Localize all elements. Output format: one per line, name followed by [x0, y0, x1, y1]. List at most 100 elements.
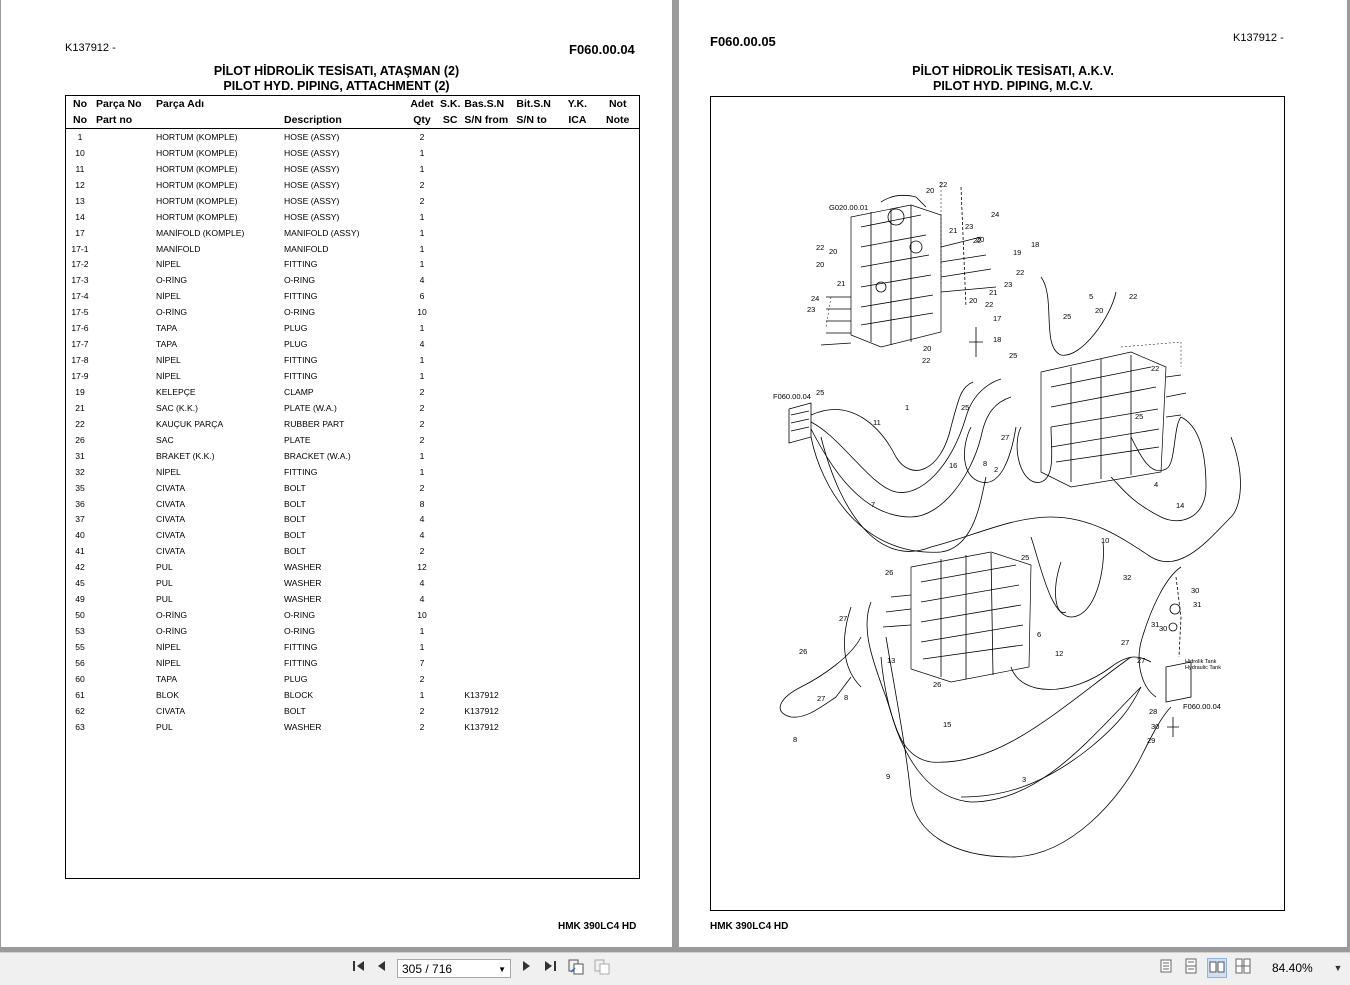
svg-text:25: 25 — [1021, 553, 1029, 562]
row-part-name: KAUÇUK PARÇA — [156, 418, 224, 429]
row-sc — [438, 543, 462, 559]
svg-text:21: 21 — [949, 226, 957, 235]
row-ica — [558, 241, 596, 257]
row-sn-to — [514, 161, 558, 177]
svg-text:10: 10 — [1101, 536, 1109, 545]
col-header: Y.K. — [567, 98, 588, 110]
row-sc — [438, 687, 462, 703]
row-sn-to — [514, 352, 558, 368]
row-number: 11 — [75, 163, 85, 174]
row-sc — [438, 623, 462, 639]
row-description: BOLT — [284, 546, 306, 557]
row-part-name: O-RİNG — [156, 610, 188, 621]
col-header: No — [65, 112, 94, 129]
row-sn-to — [514, 607, 558, 623]
col-header: Not — [608, 98, 627, 110]
row-sc — [438, 225, 462, 241]
single-page-view-button[interactable] — [1156, 958, 1176, 978]
row-number: 41 — [75, 546, 85, 557]
row-part-no — [94, 177, 154, 193]
row-note — [596, 607, 639, 623]
row-part-name: CIVATA — [156, 498, 186, 509]
row-sc — [438, 575, 462, 591]
row-sn-from — [462, 177, 514, 193]
row-description: HOSE (ASSY) — [284, 211, 340, 222]
row-description: FITTING — [284, 466, 318, 477]
previous-view-button[interactable] — [566, 958, 586, 978]
row-number: 17-8 — [71, 355, 89, 366]
chevron-down-icon: ▼ — [498, 965, 506, 974]
continuous-view-button[interactable] — [1181, 958, 1201, 978]
row-sn-from — [462, 655, 514, 671]
row-sn-from — [462, 320, 514, 336]
footer-model: HMK 390LC4 HD — [710, 921, 789, 932]
row-ica — [558, 591, 596, 607]
row-qty: 1 — [419, 626, 425, 637]
row-sn-from — [462, 448, 514, 464]
page-code: F060.00.05 — [710, 34, 776, 49]
row-number: 1 — [77, 131, 83, 142]
row-note — [596, 177, 639, 193]
svg-text:12: 12 — [1055, 649, 1063, 658]
continuous-facing-view-button[interactable] — [1233, 958, 1253, 978]
col-header: S.K. — [440, 98, 461, 110]
col-header: S/N to — [514, 112, 559, 129]
row-sn-to — [514, 496, 558, 512]
row-number: 21 — [75, 402, 85, 413]
svg-text:7: 7 — [871, 500, 875, 509]
row-part-name: PUL — [156, 721, 173, 732]
table-header-en: No Part no Description Qty SC S/N from S… — [65, 112, 640, 129]
row-part-name: NİPEL — [156, 641, 181, 652]
row-note — [596, 671, 639, 687]
row-sn-to — [514, 225, 558, 241]
row-ica — [558, 368, 596, 384]
left-document-page: K137912 - F060.00.04 PİLOT HİDROLİK TESİ… — [1, 0, 672, 947]
row-number: 32 — [75, 466, 85, 477]
facing-view-button[interactable] — [1207, 958, 1227, 978]
row-part-no — [94, 288, 154, 304]
previous-page-button[interactable] — [372, 958, 392, 978]
row-note — [596, 432, 639, 448]
svg-text:17: 17 — [993, 314, 1001, 323]
svg-text:19: 19 — [1013, 248, 1021, 257]
svg-text:29: 29 — [1147, 736, 1155, 745]
row-description: WASHER — [284, 721, 322, 732]
next-view-button[interactable] — [592, 958, 612, 978]
page-number-select[interactable]: 305 / 716 ▼ — [397, 959, 511, 978]
svg-text:31: 31 — [1151, 620, 1159, 629]
next-page-button[interactable] — [516, 958, 536, 978]
row-description: MANIFOLD (ASSY) — [284, 227, 360, 238]
row-sc — [438, 655, 462, 671]
page-indicator: 305 / 716 — [402, 962, 453, 976]
svg-text:30: 30 — [1151, 722, 1159, 731]
svg-text:1: 1 — [905, 403, 909, 412]
row-description: FITTING — [284, 641, 318, 652]
row-qty: 4 — [419, 530, 425, 541]
last-page-button[interactable] — [540, 958, 560, 978]
row-part-no — [94, 719, 154, 735]
row-description: O-RING — [284, 610, 316, 621]
row-number: 17-4 — [71, 291, 89, 302]
row-sn-from — [462, 225, 514, 241]
first-page-button[interactable] — [349, 958, 369, 978]
zoom-dropdown[interactable]: ▼ — [1328, 958, 1348, 978]
row-note — [596, 496, 639, 512]
row-note — [596, 591, 639, 607]
tank-label-tr: Hidrolik Tank — [1185, 659, 1217, 665]
row-ica — [558, 480, 596, 496]
single-page-icon — [1160, 959, 1172, 973]
row-sn-to — [514, 368, 558, 384]
row-qty: 1 — [419, 227, 425, 238]
zoom-level[interactable]: 84.40% — [1272, 961, 1313, 975]
svg-text:4: 4 — [1154, 480, 1158, 489]
table-header-tr: No Parça No Parça Adı Adet S.K. Bas.S.N … — [66, 96, 640, 113]
row-qty: 2 — [419, 418, 425, 429]
row-part-name: O-RİNG — [156, 626, 188, 637]
